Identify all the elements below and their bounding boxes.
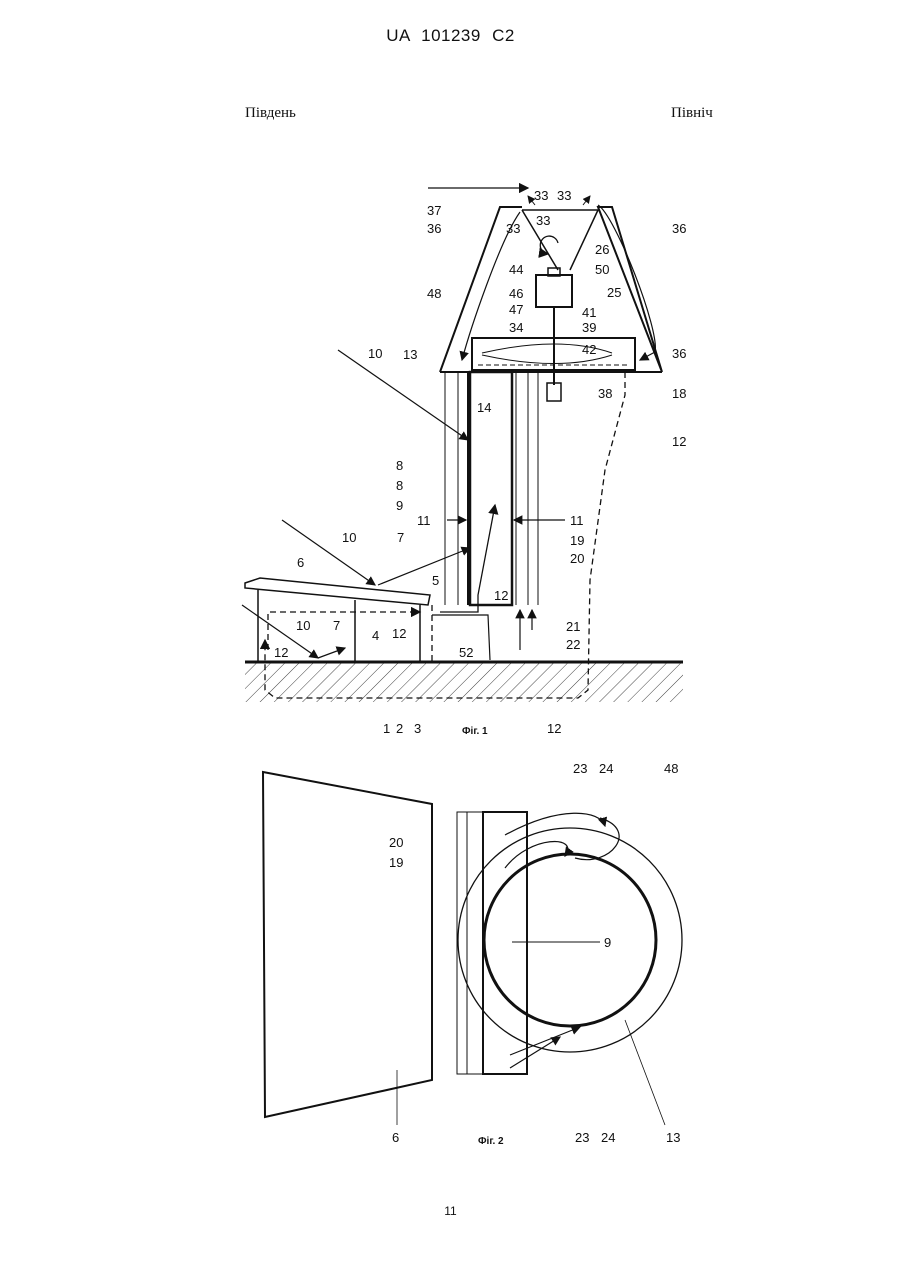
fig1-label-39: 39 bbox=[582, 320, 596, 335]
figure-2: 6 9 13 19 20 23 24 23 24 48 Фіг. 2 bbox=[263, 761, 682, 1147]
collector-6 bbox=[245, 578, 430, 605]
fig2-label-9: 9 bbox=[604, 935, 611, 950]
fig1-label-46: 46 bbox=[509, 286, 523, 301]
fig1-label-36a: 36 bbox=[427, 221, 441, 236]
fig1-label-38: 38 bbox=[598, 386, 612, 401]
fig1-label-48: 48 bbox=[427, 286, 441, 301]
fig1-label-13: 13 bbox=[403, 347, 417, 362]
fig1-label-20: 20 bbox=[570, 551, 584, 566]
fig1-label-12a: 12 bbox=[274, 645, 288, 660]
fig1-label-22: 22 bbox=[566, 637, 580, 652]
fig1-label-6: 6 bbox=[297, 555, 304, 570]
fig1-label-8b: 8 bbox=[396, 478, 403, 493]
fig1-label-8a: 8 bbox=[396, 458, 403, 473]
fig2-caption: Фіг. 2 bbox=[478, 1136, 504, 1147]
fig1-label-14: 14 bbox=[477, 400, 491, 415]
generator-25 bbox=[536, 275, 572, 307]
unit-38 bbox=[547, 383, 561, 401]
fig2-label-24b: 24 bbox=[601, 1130, 615, 1145]
fig1-label-7b: 7 bbox=[333, 618, 340, 633]
collector-6-plan bbox=[263, 772, 432, 1117]
fig1-label-7a: 7 bbox=[397, 530, 404, 545]
fig1-label-4: 4 bbox=[372, 628, 379, 643]
fig1-label-36c: 36 bbox=[672, 346, 686, 361]
fig1-caption: Фіг. 1 bbox=[462, 726, 488, 737]
fig1-label-21: 21 bbox=[566, 619, 580, 634]
fig1-label-26: 26 bbox=[595, 242, 609, 257]
fig1-label-10a: 10 bbox=[368, 346, 382, 361]
fig1-label-10c: 10 bbox=[296, 618, 310, 633]
outer-ring-48 bbox=[458, 828, 682, 1052]
fig1-label-12b: 12 bbox=[392, 626, 406, 641]
fig1-label-33d: 33 bbox=[506, 221, 520, 236]
fig1-label-18: 18 bbox=[672, 386, 686, 401]
fig1-label-5: 5 bbox=[432, 573, 439, 588]
fig2-label-23a: 23 bbox=[573, 761, 587, 776]
fig1-label-33a: 33 bbox=[534, 188, 548, 203]
fig2-label-24a: 24 bbox=[599, 761, 613, 776]
funnel bbox=[522, 210, 598, 270]
fig1-label-52: 52 bbox=[459, 645, 473, 660]
fig1-label-2: 2 bbox=[396, 721, 403, 736]
fig1-label-33b: 33 bbox=[557, 188, 571, 203]
fig1-label-3: 3 bbox=[414, 721, 421, 736]
fig1-label-12e: 12 bbox=[547, 721, 561, 736]
fig1-label-44: 44 bbox=[509, 262, 523, 277]
fig1-label-9: 9 bbox=[396, 498, 403, 513]
column-plan bbox=[483, 812, 527, 1074]
fig1-label-34: 34 bbox=[509, 320, 523, 335]
fig1-label-11a: 11 bbox=[417, 513, 431, 528]
fig1-label-37: 37 bbox=[427, 203, 441, 218]
fig2-label-6: 6 bbox=[392, 1130, 399, 1145]
fig1-label-50: 50 bbox=[595, 262, 609, 277]
fig1-label-42: 42 bbox=[582, 342, 596, 357]
fig1-label-47: 47 bbox=[509, 302, 523, 317]
fig2-label-20: 20 bbox=[389, 835, 403, 850]
fig2-label-13: 13 bbox=[666, 1130, 680, 1145]
tower-cone bbox=[440, 207, 662, 372]
fig1-label-19: 19 bbox=[570, 533, 584, 548]
fig1-label-25: 25 bbox=[607, 285, 621, 300]
fig2-label-48: 48 bbox=[664, 761, 678, 776]
fig1-label-41: 41 bbox=[582, 305, 596, 320]
page-number: 11 bbox=[0, 1204, 901, 1218]
fig1-label-12c: 12 bbox=[494, 588, 508, 603]
figure-1: 1 2 3 4 5 6 7 7 8 8 9 10 10 10 11 11 12 … bbox=[242, 188, 686, 737]
fig1-label-11b: 11 bbox=[570, 513, 584, 528]
fig2-label-19: 19 bbox=[389, 855, 403, 870]
fig1-label-12d: 12 bbox=[672, 434, 686, 449]
fig1-label-33c: 33 bbox=[536, 213, 550, 228]
fig1-label-10b: 10 bbox=[342, 530, 356, 545]
fig1-label-1: 1 bbox=[383, 721, 390, 736]
fig1-label-36b: 36 bbox=[672, 221, 686, 236]
layer-20 bbox=[467, 812, 483, 1074]
fig2-label-23b: 23 bbox=[575, 1130, 589, 1145]
ground-hatching bbox=[245, 662, 683, 702]
inner-circle-9 bbox=[484, 854, 656, 1026]
